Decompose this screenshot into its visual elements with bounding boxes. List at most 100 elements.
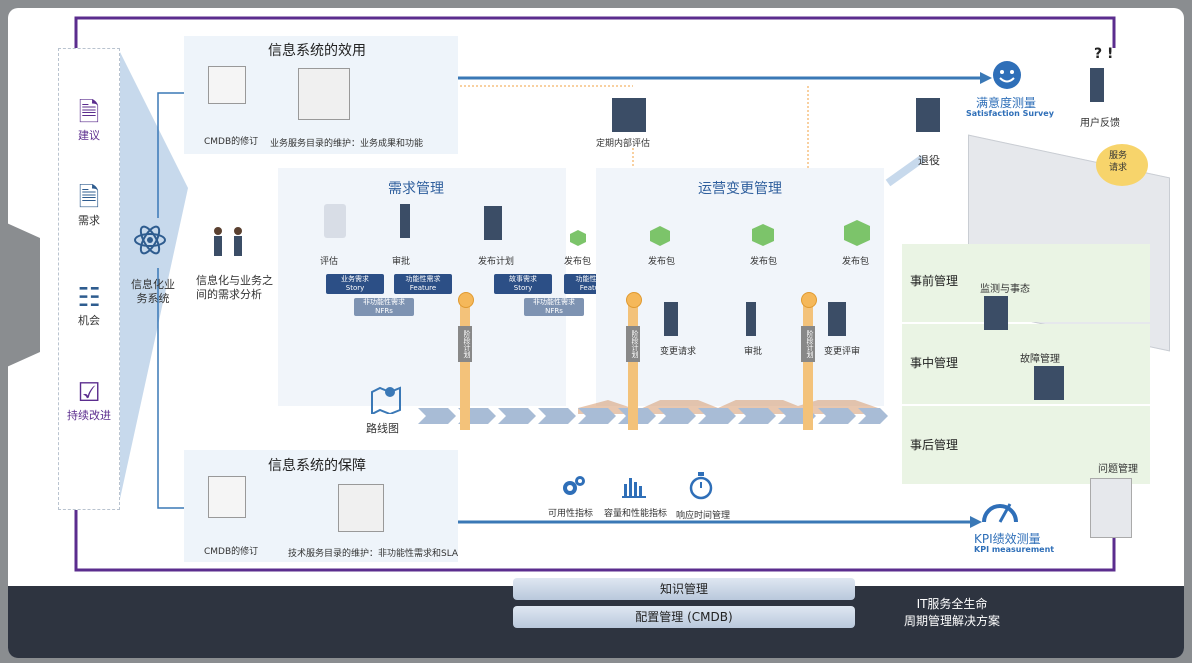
internal-eval-label: 定期内部评估 bbox=[596, 139, 651, 149]
ops-package-2: 发布包 bbox=[750, 257, 778, 267]
satisfaction-cn: 满意度测量 bbox=[976, 96, 1037, 110]
ops-change-panel bbox=[596, 168, 884, 406]
stage-pillar bbox=[803, 300, 813, 430]
user-icon bbox=[1090, 68, 1104, 102]
post-event-panel bbox=[902, 406, 1150, 484]
mid-event-label: 事中管理 bbox=[910, 356, 959, 370]
approver-icon bbox=[400, 204, 410, 238]
smiley-icon bbox=[993, 61, 1021, 89]
business-story-box: 业务需求 Story bbox=[326, 274, 384, 294]
assurance-title: 信息系统的保障 bbox=[268, 458, 366, 474]
business-story-box-2: 故事需求 Story bbox=[494, 274, 552, 294]
utility-title: 信息系统的效用 bbox=[268, 43, 366, 59]
ops-step-review: 变更评审 bbox=[824, 347, 861, 357]
retire-person-icon bbox=[916, 98, 940, 132]
change-reviewer-icon bbox=[828, 302, 846, 336]
roadmap-arrows bbox=[418, 400, 888, 424]
question-mark-icon: ? ! bbox=[1094, 46, 1114, 62]
package-cube-icon bbox=[650, 226, 670, 246]
stage-knob bbox=[626, 292, 642, 308]
response-label: 响应时间管理 bbox=[676, 511, 731, 521]
monitor-label: 监测与事态 bbox=[980, 284, 1030, 295]
utility-cmdb-label: CMDB的修订 bbox=[204, 137, 259, 147]
handshake-people-icon bbox=[214, 227, 242, 256]
assurance-cmdb-label: CMDB的修订 bbox=[204, 547, 259, 557]
checklist-icon: ☑ bbox=[77, 378, 101, 408]
ops-package-1: 发布包 bbox=[648, 257, 676, 267]
assurance-catalog-label: 技术服务目录的维护：非功能性需求和SLA bbox=[288, 549, 459, 559]
planner-icon bbox=[484, 206, 502, 240]
stage-pillar bbox=[460, 300, 470, 430]
sidebar-item-label: 建议 bbox=[78, 129, 100, 142]
sidebar-item-suggestion[interactable]: 🗎 建议 bbox=[59, 99, 119, 143]
requirement-title: 需求管理 bbox=[388, 181, 444, 197]
pre-event-label: 事前管理 bbox=[910, 274, 959, 288]
sidebar-item-requirement[interactable]: 🗎 需求 bbox=[59, 184, 119, 228]
speedometer-icon bbox=[982, 503, 1018, 523]
stage-plan-label: 阶段计划 bbox=[626, 326, 640, 362]
service-request-label: 服务 请求 bbox=[1109, 151, 1128, 173]
sidebar: 🗎 建议 🗎 需求 ☷ 机会 ☑ 持续改进 bbox=[58, 48, 120, 510]
kpi-en: KPI measurement bbox=[974, 545, 1055, 554]
bar-chart-icon bbox=[622, 478, 646, 498]
fault-label: 故障管理 bbox=[1020, 354, 1060, 365]
monitor-people-icon bbox=[984, 296, 1008, 330]
kpi-cn: KPI绩效测量 bbox=[974, 532, 1041, 546]
feature-box: 功能性需求 Feature bbox=[394, 274, 452, 294]
document-icon: 🗎 bbox=[78, 98, 100, 128]
stage-knob bbox=[801, 292, 817, 308]
cmdb-screen-icon bbox=[208, 66, 246, 104]
list-icon: ☷ bbox=[77, 283, 101, 313]
ops-step-request: 变更请求 bbox=[660, 347, 697, 357]
sidebar-item-label: 需求 bbox=[78, 214, 100, 227]
req-step-approve: 审批 bbox=[392, 257, 411, 267]
stopwatch-icon bbox=[689, 472, 713, 500]
availability-label: 可用性指标 bbox=[548, 509, 594, 519]
problem-board-icon bbox=[1090, 478, 1132, 538]
nfr-box-2: 非功能性需求 NFRs bbox=[524, 298, 584, 316]
satisfaction-en: Satisfaction Survey bbox=[966, 109, 1054, 118]
gears-icon bbox=[563, 476, 585, 495]
problem-label: 问题管理 bbox=[1098, 464, 1138, 475]
roadmap-label: 路线图 bbox=[366, 422, 399, 435]
knowledge-management-bar: 知识管理 bbox=[513, 578, 855, 600]
evaluator-icon bbox=[324, 204, 346, 238]
analysis-label: 信息化与业务之 间的需求分析 bbox=[196, 274, 273, 301]
sidebar-item-opportunity[interactable]: ☷ 机会 bbox=[59, 284, 119, 328]
stage-plan-label: 阶段计划 bbox=[801, 326, 815, 362]
fault-people-icon bbox=[1034, 366, 1064, 400]
change-requester-icon bbox=[664, 302, 678, 336]
ops-package-3: 发布包 bbox=[842, 257, 870, 267]
sidebar-item-improvement[interactable]: ☑ 持续改进 bbox=[59, 379, 119, 423]
speech-bubble bbox=[1096, 144, 1148, 186]
map-pin-icon bbox=[371, 386, 401, 414]
config-management-bar: 配置管理 (CMDB) bbox=[513, 606, 855, 628]
req-step-plan: 发布计划 bbox=[478, 257, 515, 267]
catalog-booth-icon bbox=[338, 484, 384, 532]
pre-event-panel bbox=[902, 244, 1150, 322]
left-tab bbox=[0, 220, 40, 370]
ops-change-title: 运营变更管理 bbox=[698, 181, 782, 197]
capacity-label: 容量和性能指标 bbox=[604, 509, 668, 519]
sidebar-item-label: 机会 bbox=[78, 314, 100, 327]
lifecycle-label: IT服务全生命 周期管理解决方案 bbox=[904, 597, 1001, 628]
stage-pillar bbox=[628, 300, 638, 430]
stage-plan-label: 阶段计划 bbox=[458, 326, 472, 362]
package-cube-icon bbox=[752, 224, 774, 246]
package-cube-icon bbox=[844, 220, 870, 246]
cmdb-screen-icon bbox=[208, 476, 246, 518]
change-approver-icon bbox=[746, 302, 756, 336]
stage-knob bbox=[458, 292, 474, 308]
system-label: 信息化业 务系统 bbox=[131, 278, 175, 305]
atom-icon bbox=[134, 225, 166, 255]
utility-catalog-label: 业务服务目录的维护：业务成果和功能 bbox=[270, 139, 424, 149]
nfr-box: 非功能性需求 NFRs bbox=[354, 298, 414, 316]
req-step-evaluate: 评估 bbox=[320, 257, 339, 267]
post-event-label: 事后管理 bbox=[910, 438, 959, 452]
req-step-package: 发布包 bbox=[564, 257, 592, 267]
package-cube-icon bbox=[570, 230, 586, 246]
ops-step-approve: 审批 bbox=[744, 347, 763, 357]
feedback-label: 用户反馈 bbox=[1080, 118, 1120, 129]
document-icon: 🗎 bbox=[78, 183, 100, 213]
retire-label: 退役 bbox=[918, 154, 940, 167]
